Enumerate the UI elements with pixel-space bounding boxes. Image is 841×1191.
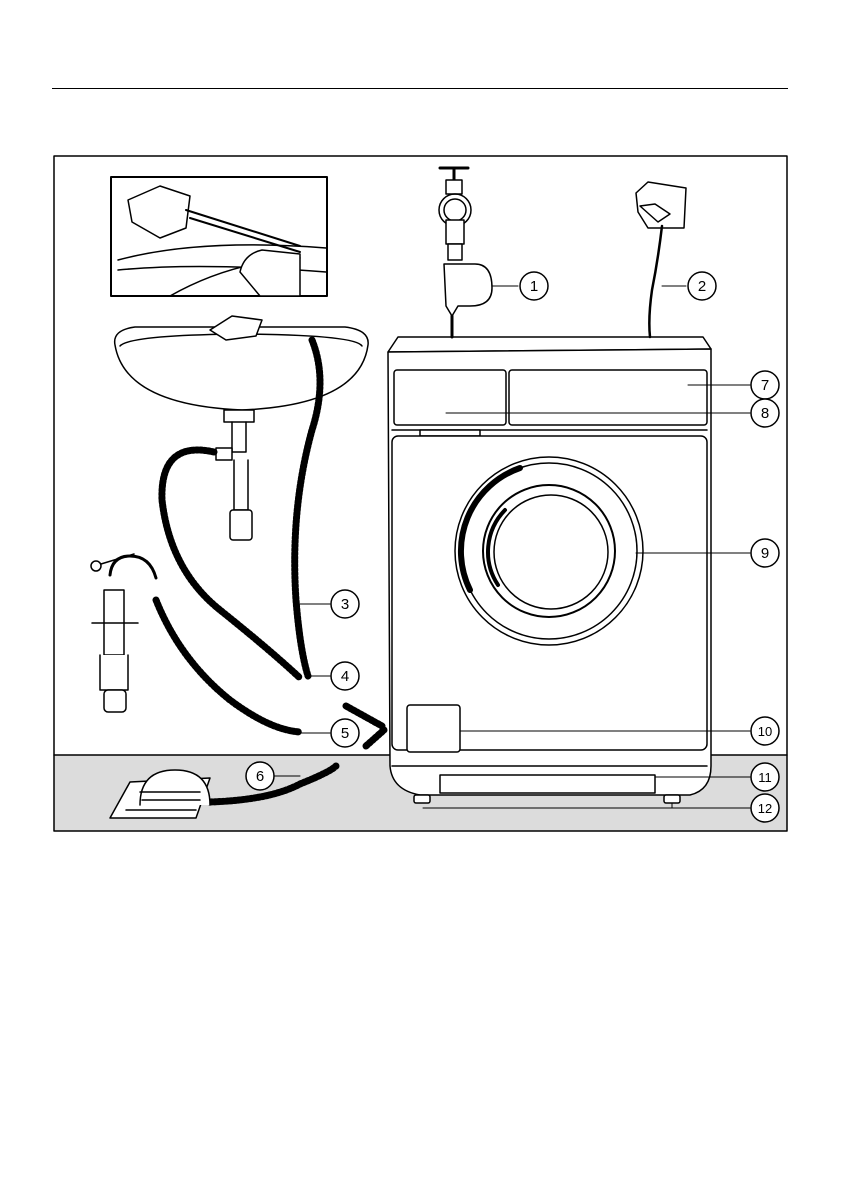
callout-2: 2: [688, 272, 716, 300]
svg-text:6: 6: [256, 768, 264, 785]
callout-9: 9: [751, 539, 779, 567]
detergent-drawer: [394, 370, 506, 425]
plinth: [440, 775, 655, 793]
hose-cut-2: [366, 730, 384, 746]
callout-6: 6: [246, 762, 274, 790]
washing-machine: [388, 337, 711, 803]
callout-10: 10: [751, 717, 779, 745]
svg-text:2: 2: [698, 278, 706, 295]
power-cable: [649, 226, 662, 337]
svg-text:12: 12: [758, 801, 772, 816]
foot-left: [414, 795, 430, 803]
water-tap: [439, 168, 492, 337]
callout-8: 8: [751, 399, 779, 427]
callout-7: 7: [751, 371, 779, 399]
callout-1: 1: [520, 272, 548, 300]
svg-text:4: 4: [341, 668, 349, 685]
svg-text:10: 10: [758, 724, 772, 739]
filter-flap: [407, 705, 460, 752]
callout-5: 5: [331, 719, 359, 747]
foot-right: [664, 795, 680, 803]
callout-3: 3: [331, 590, 359, 618]
svg-text:7: 7: [761, 377, 769, 394]
inset-detail: [111, 177, 327, 296]
svg-text:5: 5: [341, 725, 349, 742]
svg-text:3: 3: [341, 596, 349, 613]
inlet-valve: [444, 264, 492, 316]
svg-text:1: 1: [530, 278, 538, 295]
callout-11: 11: [751, 763, 779, 791]
control-panel: [509, 370, 707, 425]
standpipe: [91, 554, 156, 712]
callout-4: 4: [331, 662, 359, 690]
callout-12: 12: [751, 794, 779, 822]
wash-basin: [115, 316, 368, 540]
power-socket: [636, 182, 686, 337]
svg-text:11: 11: [758, 770, 772, 785]
svg-text:9: 9: [761, 545, 769, 562]
svg-text:8: 8: [761, 405, 769, 422]
